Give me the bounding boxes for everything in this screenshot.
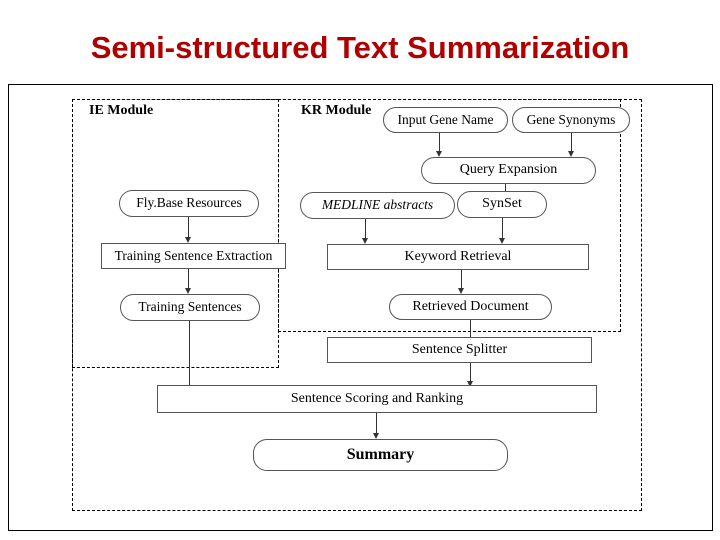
kr-module-label: KR Module <box>301 103 372 118</box>
node-sentence-splitter[interactable]: Sentence Splitter <box>327 337 592 363</box>
node-training-sentences[interactable]: Training Sentences <box>120 294 260 321</box>
arrow-training-sentences-to-sentence-scoring <box>185 321 194 393</box>
arrow-keyword-retrieval-to-retrieved-document <box>457 270 466 294</box>
node-input-gene-name[interactable]: Input Gene Name <box>383 107 508 133</box>
arrow-medline-abstracts-to-keyword-retrieval <box>361 219 370 244</box>
node-gene-synonyms[interactable]: Gene Synonyms <box>512 107 630 133</box>
arrow-gene-synonyms-to-query-expansion <box>567 133 576 157</box>
arrow-training-sentence-extraction-to-training-sentences <box>184 269 193 294</box>
arrow-input-gene-name-to-query-expansion <box>435 133 444 157</box>
ie-module-label: IE Module <box>89 103 154 118</box>
node-training-sentence-extraction[interactable]: Training Sentence Extraction <box>101 243 286 269</box>
node-flybase-resources[interactable]: Fly.Base Resources <box>119 190 259 217</box>
arrow-flybase-to-training-sentence-extraction <box>184 217 193 243</box>
arrow-sentence-scoring-to-summary <box>372 413 381 439</box>
ie-module-dashed-box <box>72 99 279 368</box>
page-title: Semi-structured Text Summarization <box>90 30 630 65</box>
node-query-expansion[interactable]: Query Expansion <box>421 157 596 184</box>
node-medline-abstracts[interactable]: MEDLINE abstracts <box>300 192 455 219</box>
node-sentence-scoring-and-ranking[interactable]: Sentence Scoring and Ranking <box>157 385 597 413</box>
node-summary[interactable]: Summary <box>253 439 508 471</box>
node-keyword-retrieval[interactable]: Keyword Retrieval <box>327 244 589 270</box>
arrow-sentence-splitter-to-sentence-scoring <box>466 363 475 387</box>
arrow-synset-to-keyword-retrieval <box>498 218 507 244</box>
node-retrieved-document[interactable]: Retrieved Document <box>389 294 552 320</box>
node-synset[interactable]: SynSet <box>457 191 547 218</box>
figure-frame: IE Module KR Module Input Gene Name Gene… <box>8 84 713 531</box>
